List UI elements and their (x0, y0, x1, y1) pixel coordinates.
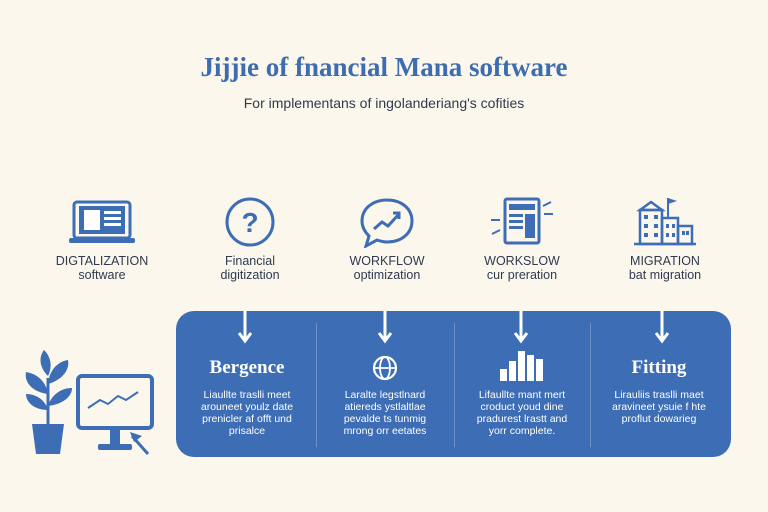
document-list-icon (491, 197, 553, 245)
cursor-arrow-icon (130, 432, 150, 455)
column-heading: Bergence (209, 357, 285, 378)
question-circle-icon: ? (225, 197, 275, 247)
column-body: Lifaullte mant mert croduct youd dine pr… (453, 389, 591, 437)
column-heading: Fitting (631, 357, 687, 378)
bar-chart-icon (500, 351, 543, 381)
column-line: Lifaullte mant mert (478, 389, 566, 401)
column-fitting: Fitting Lirauliis traslli maet aravineet… (590, 355, 728, 425)
column-body: Laralte legstlnard atiereds ystlaltlae p… (316, 389, 454, 437)
column-body: Lirauliis traslli maet aravineet ysuie f… (590, 389, 728, 425)
column-globe: Laralte legstlnard atiereds ystlaltlae p… (316, 355, 454, 437)
top-item-label-1: WORKFLOW (349, 254, 425, 268)
down-arrow-icon (378, 311, 392, 344)
column-bars: Lifaullte mant mert croduct youd dine pr… (453, 351, 591, 437)
column-line: Lirauliis traslli maet (614, 389, 704, 401)
down-arrow-icon (655, 311, 669, 344)
page-title: Jijjie of fnancial Mana software (200, 52, 568, 82)
potted-plant-icon (25, 350, 72, 454)
down-arrow-icon (238, 311, 252, 344)
column-divider (454, 323, 455, 447)
top-item-label-2: software (78, 268, 126, 282)
column-body: Liaullte traslli meet arouneet youlz dat… (178, 389, 316, 437)
workspace-illustration (25, 350, 154, 455)
top-item-workflow: WORKFLOW optimization (327, 196, 447, 282)
top-item-workslow: WORKSLOW cur preration (462, 196, 582, 282)
top-item-label-1: WORKSLOW (484, 254, 560, 268)
column-line: Liaullte traslli meet (203, 389, 291, 401)
column-line: atiereds ystlaltlae (344, 401, 426, 413)
column-line: aravineet ysuie f hte (612, 401, 706, 413)
column-line: arouneet youlz date (200, 401, 294, 413)
top-item-digitalization: DIGTALIZATION software (42, 196, 162, 282)
column-line: mrong orr eetates (343, 425, 427, 437)
laptop-document-icon (69, 200, 135, 243)
column-line: prenicler af offt und (202, 413, 292, 425)
chat-trend-icon (360, 198, 414, 248)
top-item-label-1: MIGRATION (630, 254, 700, 268)
top-item-migration: MIGRATION bat migration (605, 196, 725, 282)
column-line: yorr complete. (488, 425, 556, 437)
column-line: Laralte legstlnard (344, 389, 426, 401)
top-item-label-1: DIGTALIZATION (55, 254, 149, 268)
top-item-label-2: cur preration (486, 268, 558, 282)
top-item-label-2: digitization (220, 268, 280, 282)
column-divider (316, 323, 317, 447)
top-item-financial: ? Financial digitization (190, 196, 310, 282)
svg-text:?: ? (241, 207, 258, 238)
globe-icon (372, 355, 398, 381)
column-divider (590, 323, 591, 447)
column-line: proflut dowarieg (621, 413, 697, 425)
page-subtitle: For implementans of ingolanderiang's cof… (243, 95, 525, 111)
buildings-icon (634, 198, 696, 246)
top-item-label-2: bat migration (628, 268, 702, 282)
column-bergence: Bergence Liaullte traslli meet arouneet … (178, 355, 316, 437)
column-line: pradurest lrastt and (476, 413, 568, 425)
down-arrow-icon (514, 311, 528, 344)
column-line: pevalde ts tunmig (343, 413, 427, 425)
column-line: prisalce (228, 425, 266, 437)
column-line: croduct youd dine (480, 401, 564, 413)
top-item-label-2: optimization (353, 268, 421, 282)
top-item-label-1: Financial (224, 254, 276, 268)
monitor-chart-icon (76, 374, 154, 450)
process-panel: Bergence Liaullte traslli meet arouneet … (176, 311, 731, 457)
